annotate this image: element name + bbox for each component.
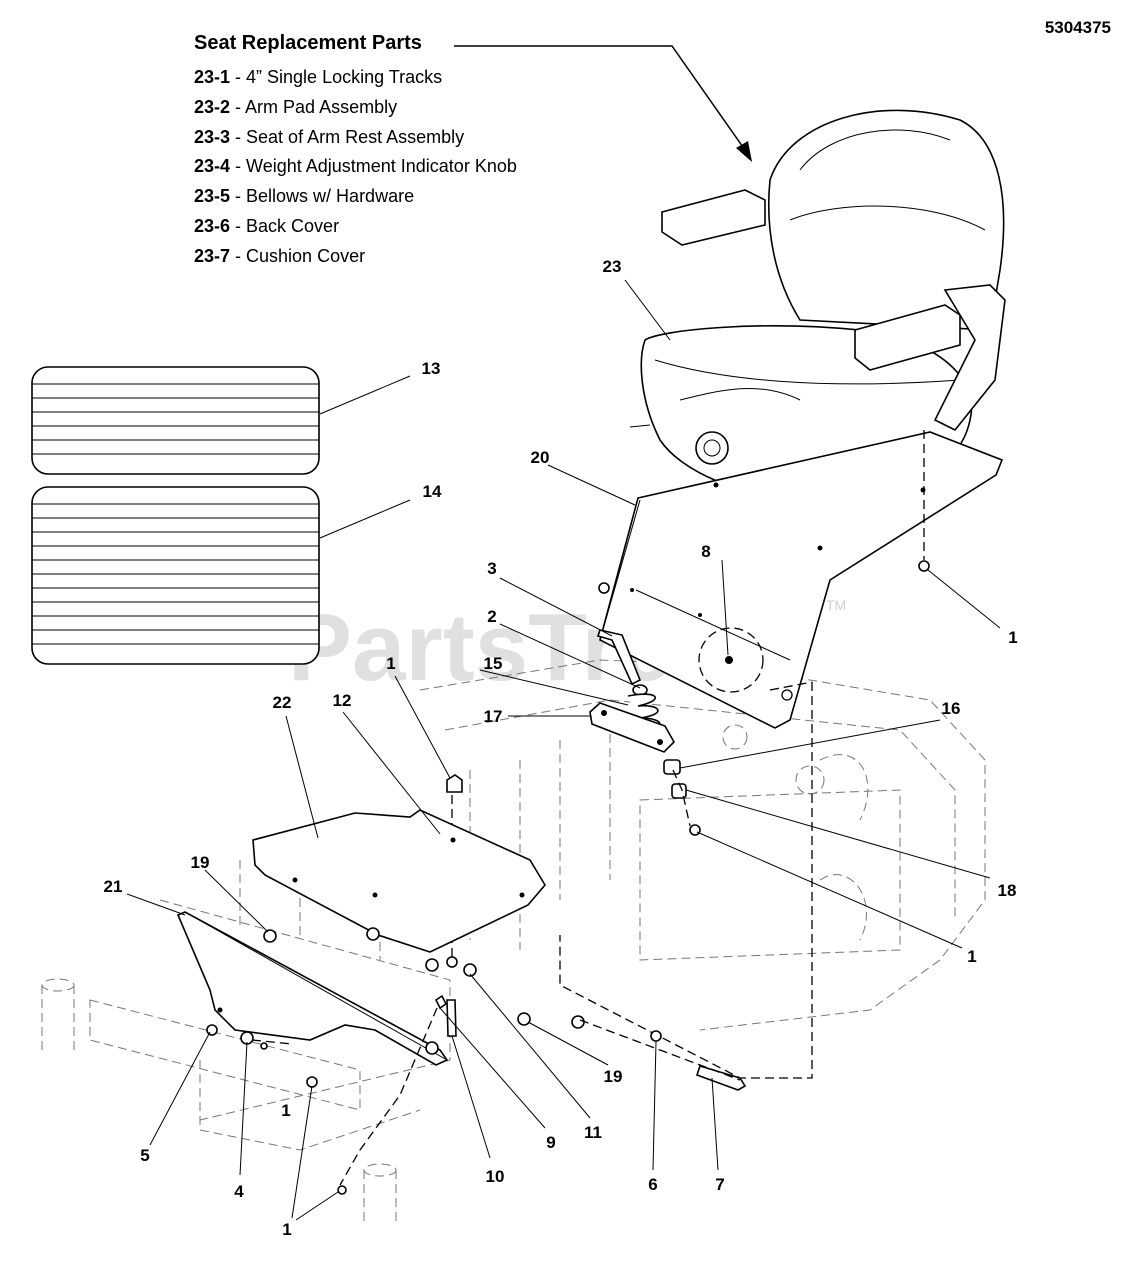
leader-lines (126, 279, 1001, 1221)
callout-label: 16 (942, 699, 961, 718)
legend-item-code: 23-7 (194, 245, 231, 266)
legend-item-code: 23-3 (194, 126, 231, 147)
legend-item-code: 23-5 (194, 186, 231, 207)
legend-item: 23-2 - Arm Pad Assembly (194, 93, 517, 123)
legend-item: 23-6 - Back Cover (194, 212, 517, 242)
callout-label: 15 (484, 654, 503, 673)
callout-label: 18 (998, 881, 1017, 900)
callout-label: 19 (191, 853, 210, 872)
legend-item-desc: - Back Cover (230, 215, 340, 236)
callout-label: 17 (484, 707, 503, 726)
legend-item-desc: - Cushion Cover (230, 245, 366, 266)
legend-item: 23-4 - Weight Adjustment Indicator Knob (194, 152, 517, 182)
callout-label: 19 (604, 1067, 623, 1086)
seat-replacement-parts-legend: Seat Replacement Parts 23-1 - 4” Single … (194, 32, 517, 272)
callout-label: 6 (648, 1175, 657, 1194)
callout-label: 20 (531, 448, 550, 467)
legend-item-desc: - 4” Single Locking Tracks (230, 67, 443, 87)
hardware (206, 430, 930, 1195)
callout-label: 22 (273, 693, 292, 712)
legend-item-code: 23-2 (194, 96, 231, 117)
callout-label: 1 (281, 1101, 290, 1120)
callout-label: 8 (701, 542, 710, 561)
callout-label: 12 (333, 691, 352, 710)
callout-label: 11 (584, 1123, 602, 1142)
callout-label: 1 (386, 654, 395, 673)
callout-label: 2 (487, 607, 496, 626)
callout-label: 10 (486, 1167, 505, 1186)
callout-label: 14 (423, 482, 442, 501)
legend-item: 23-1 - 4” Single Locking Tracks (194, 63, 517, 93)
callout-label: 5 (140, 1146, 149, 1165)
plate-22 (252, 809, 546, 953)
document-number: 5304375 (1044, 18, 1111, 37)
seat-pan-20 (598, 431, 1004, 729)
callout-label: 3 (487, 559, 496, 578)
watermark-trademark: TM (826, 597, 846, 613)
bracket-21 (176, 911, 449, 1066)
legend-title: Seat Replacement Parts (194, 32, 422, 54)
decal-13 (31, 366, 320, 475)
legend-item: 23-7 - Cushion Cover (194, 242, 517, 272)
legend-item-desc: - Bellows w/ Hardware (230, 186, 415, 207)
callout-label: 1 (1008, 628, 1017, 647)
legend-item: 23-5 - Bellows w/ Hardware (194, 182, 517, 212)
callout-label: 1 (967, 947, 976, 966)
callout-labels: 1 1 1 1 1 2 3 4 5 6 7 8 9 10 11 12 13 14… (104, 257, 1018, 1239)
callout-label: 9 (546, 1133, 555, 1152)
legend-item-code: 23-6 (194, 215, 231, 236)
callout-label: 21 (104, 877, 123, 896)
callout-label: 7 (715, 1175, 724, 1194)
legend-leader-arrow (454, 45, 752, 162)
legend-item-code: 23-1 (194, 67, 231, 87)
callout-label: 23 (603, 257, 622, 276)
callout-label: 4 (234, 1182, 244, 1201)
legend-item-desc: - Arm Pad Assembly (230, 96, 398, 117)
seat-assembly-23 (629, 109, 1006, 501)
callout-label: 1 (282, 1220, 291, 1239)
legend-item-code: 23-4 (194, 156, 231, 177)
decal-14 (31, 486, 320, 665)
callout-label: 13 (422, 359, 441, 378)
mower-frame-dashed (41, 659, 986, 1225)
legend-item-desc: - Seat of Arm Rest Assembly (230, 126, 465, 147)
legend-item-desc: - Weight Adjustment Indicator Knob (230, 156, 517, 177)
legend-item: 23-3 - Seat of Arm Rest Assembly (194, 123, 517, 153)
